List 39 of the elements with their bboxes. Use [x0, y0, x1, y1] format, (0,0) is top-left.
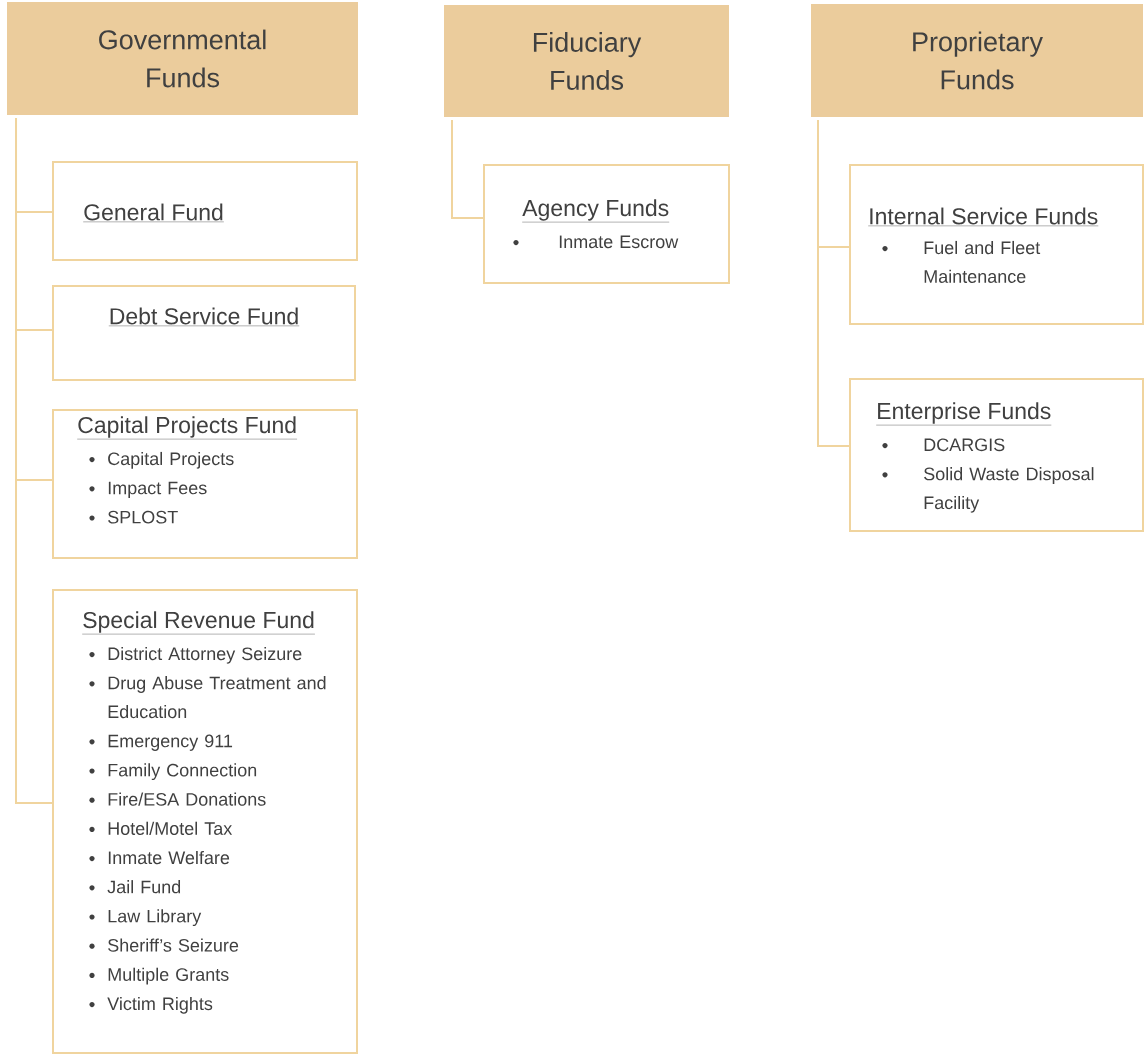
- connector-line: [817, 119, 851, 447]
- fund-box: [483, 164, 730, 284]
- list-item: Victim Rights: [89, 996, 213, 1014]
- list-item: Hotel/Motel Tax: [89, 821, 233, 835]
- list-item: DCARGIS: [882, 438, 1005, 452]
- header-box: Governmental Funds: [7, 2, 358, 115]
- list-item: District Attorney Seizure: [89, 646, 302, 664]
- fund-heading: Enterprise Funds: [876, 402, 1052, 426]
- list-item: Multiple Grants: [89, 967, 229, 985]
- fund-heading: Internal Service Funds: [868, 207, 1099, 227]
- fund-heading: Agency Funds: [522, 199, 670, 223]
- list-item: SPLOST: [89, 510, 178, 524]
- list-item: Emergency 911: [89, 734, 233, 751]
- fund-box: [52, 589, 358, 1054]
- fund-heading: Debt Service Fund: [108, 307, 300, 327]
- fund-box: [52, 285, 356, 381]
- list-item: Jail Fund: [89, 880, 181, 894]
- header-box: Proprietary Funds: [811, 4, 1143, 117]
- list-item: Fire/ESA Donations: [89, 792, 266, 806]
- list-item: Inmate Escrow: [513, 235, 679, 249]
- list-item: Law Library: [89, 909, 202, 927]
- connector-line: [451, 119, 485, 219]
- header-box: Fiduciary Funds: [444, 5, 729, 117]
- fund-heading: Capital Projects Fund: [77, 416, 298, 440]
- fund-box: [849, 378, 1144, 532]
- list-item: Fuel and Fleet Maintenance: [882, 240, 1041, 283]
- fund-box: [52, 161, 358, 261]
- fund-box: [52, 409, 358, 559]
- fund-heading: General Fund: [83, 203, 225, 223]
- fund-box: [849, 164, 1144, 325]
- fund-heading: Special Revenue Fund: [82, 611, 316, 635]
- list-item: Impact Fees: [89, 481, 207, 498]
- list-item: Capital Projects: [89, 451, 234, 469]
- connector-line: [15, 117, 54, 804]
- list-item: Sheriff’s Seizure: [89, 938, 239, 952]
- list-item: Inmate Welfare: [89, 850, 230, 865]
- list-item: Solid Waste Disposal Facility: [882, 467, 1094, 513]
- list-item: Drug Abuse Treatment and Education: [89, 676, 326, 719]
- list-item: Family Connection: [89, 763, 257, 781]
